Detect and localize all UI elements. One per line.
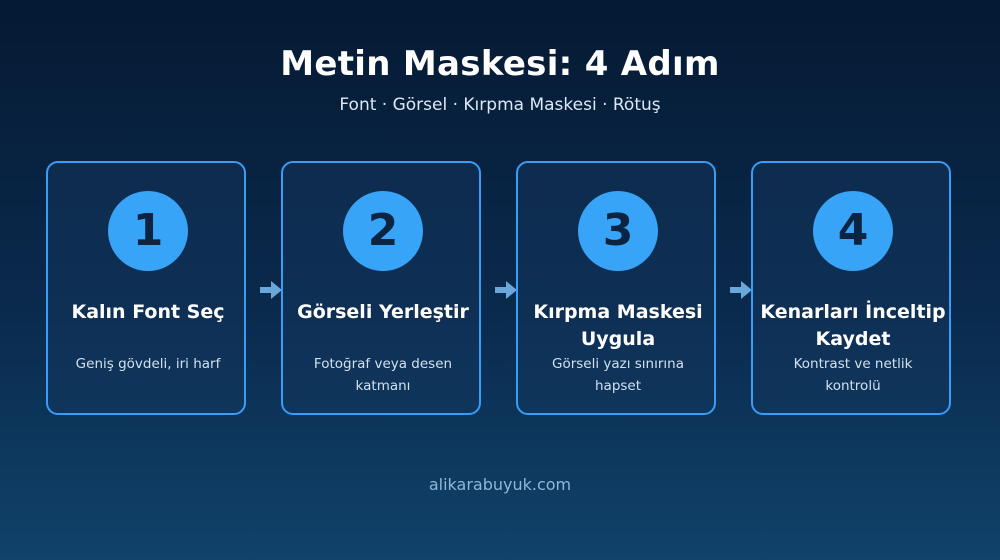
footer-website: alikarabuyuk.com bbox=[428, 475, 572, 494]
step-card-4: 4 Kenarları İnceltip Kaydet Kontrast ve … bbox=[751, 161, 951, 415]
step-card-2: 2 Görseli Yerleştir Fotoğraf veya desen … bbox=[281, 161, 481, 415]
arrow-right-icon bbox=[495, 281, 517, 299]
step-description: Geniş gövdeli, iri harf bbox=[75, 356, 221, 372]
step-number-badge: 4 bbox=[813, 191, 893, 271]
step-number-badge: 3 bbox=[578, 191, 658, 271]
step-card-3: 3 Kırpma Maskesi Uygula Görseli yazı sın… bbox=[516, 161, 716, 415]
step-title: Kalın Font Seç bbox=[71, 301, 225, 323]
step-title: Kırpma Maskesi Uygula bbox=[533, 301, 703, 350]
arrow-right-icon bbox=[730, 281, 752, 299]
step-title: Görseli Yerleştir bbox=[297, 301, 469, 323]
step-title: Kenarları İnceltip Kaydet bbox=[760, 301, 946, 350]
step-description: Fotoğraf veya desen katmanı bbox=[313, 356, 453, 394]
page-title: Metin Maskesi: 4 Adım bbox=[280, 44, 720, 84]
step-card-1: 1 Kalın Font Seç Geniş gövdeli, iri harf bbox=[46, 161, 246, 415]
step-description: Görseli yazı sınırına hapset bbox=[551, 356, 684, 394]
step-number-badge: 1 bbox=[108, 191, 188, 271]
step-description: Kontrast ve netlik kontrolü bbox=[793, 356, 913, 394]
page-subtitle: Font · Görsel · Kırpma Maskesi · Rötuş bbox=[339, 95, 661, 115]
arrow-right-icon bbox=[260, 281, 282, 299]
step-number-badge: 2 bbox=[343, 191, 423, 271]
